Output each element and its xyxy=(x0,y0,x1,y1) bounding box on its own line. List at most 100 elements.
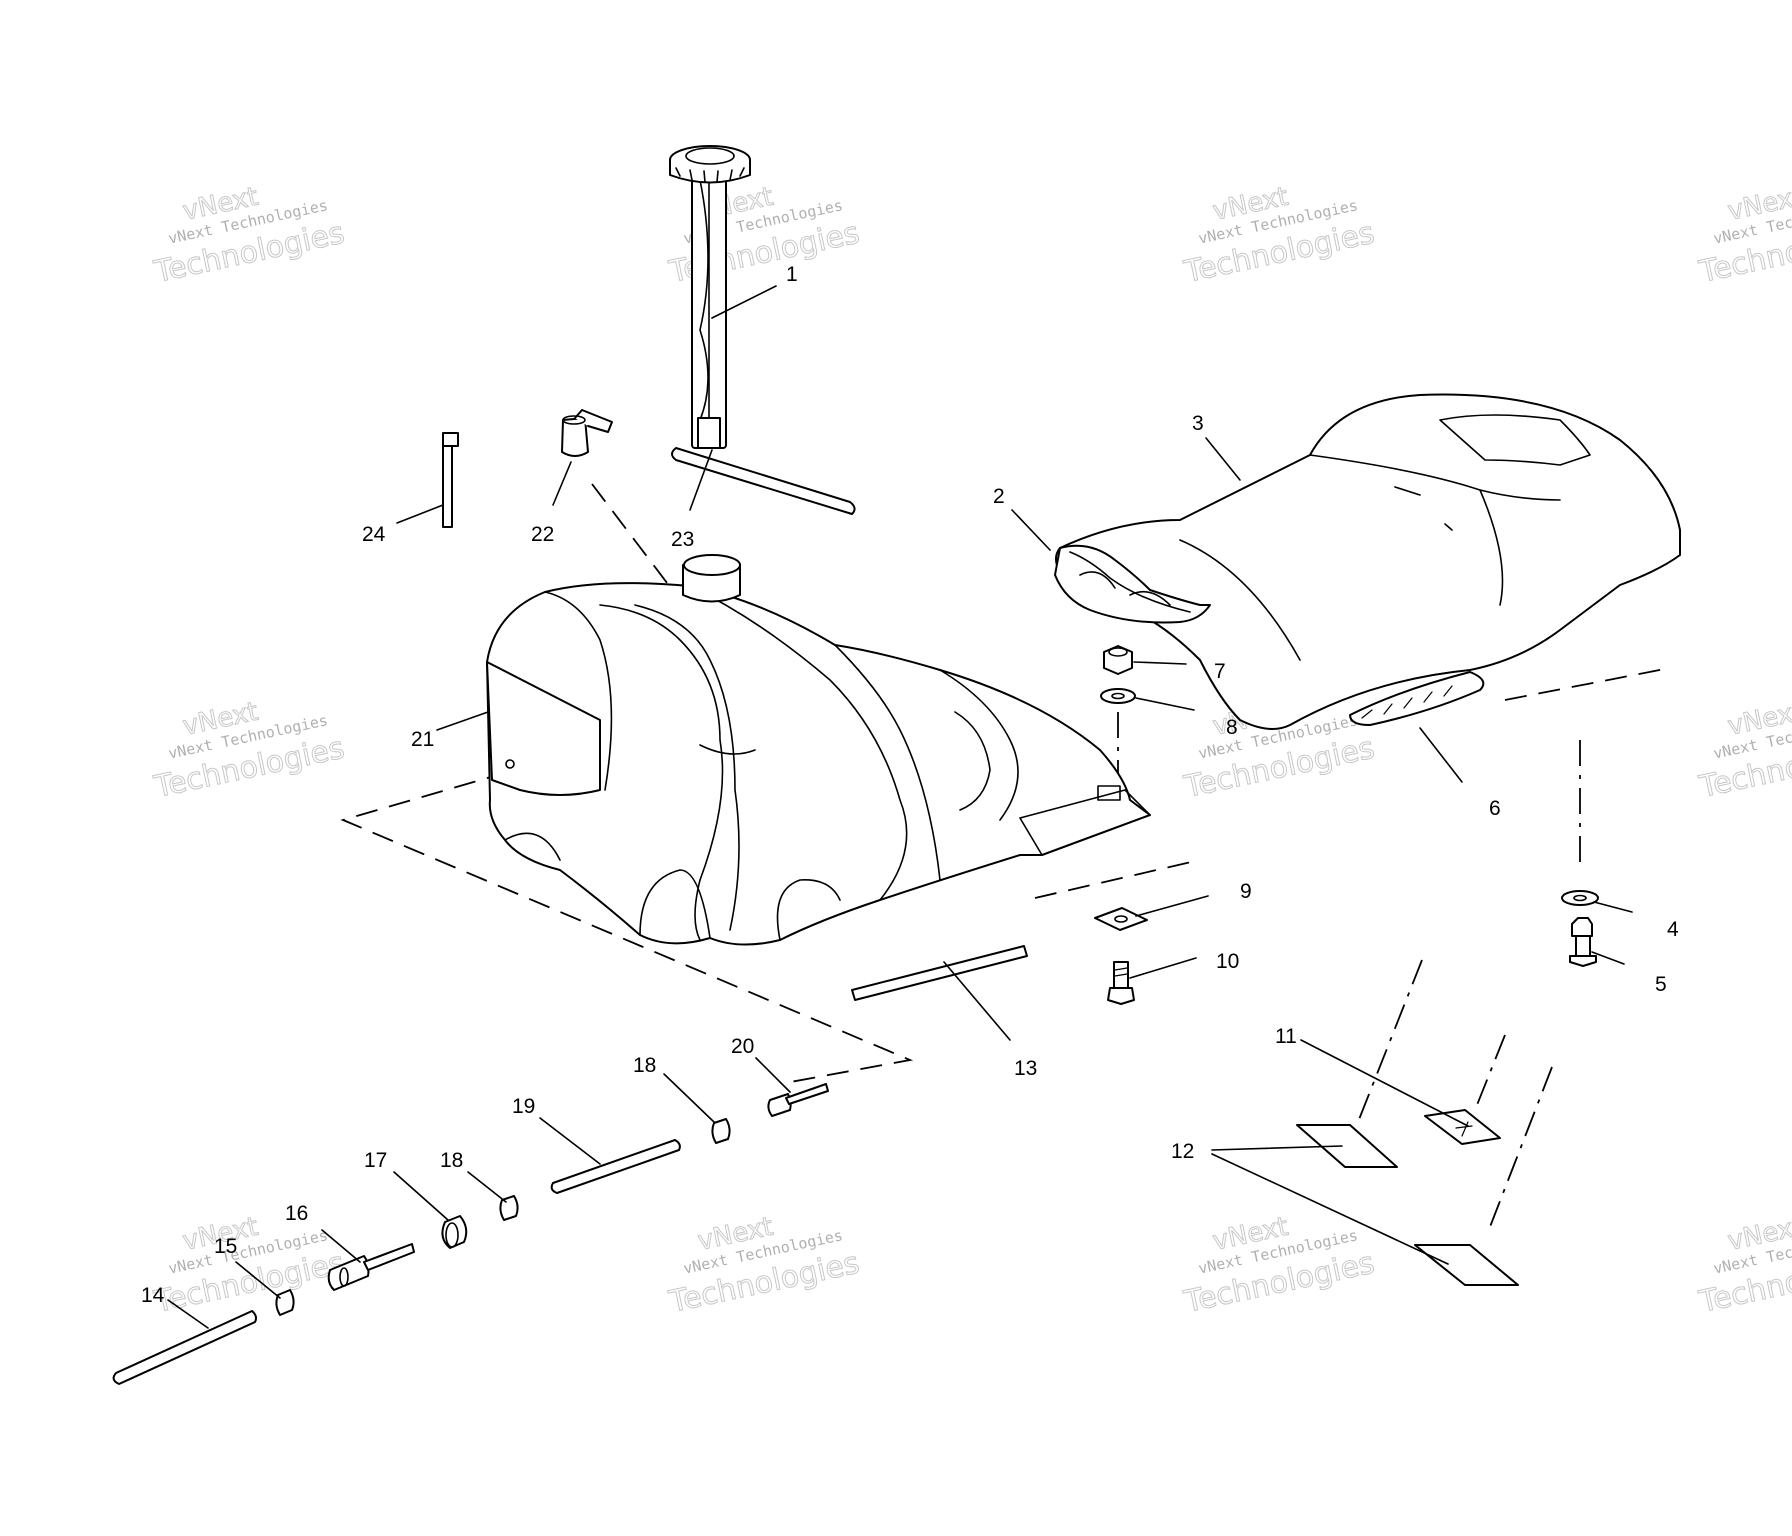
leader-14 xyxy=(167,1299,209,1329)
callout-17: 17 xyxy=(364,1149,387,1172)
decal-guide-2 xyxy=(1474,1034,1506,1111)
bolt-5-shank xyxy=(1575,935,1591,959)
part-21-fuel-tank xyxy=(486,554,1151,946)
clamp-15 xyxy=(275,1289,295,1316)
gauge-float-wire xyxy=(699,179,709,421)
leader-24 xyxy=(396,504,444,524)
leader-2 xyxy=(1011,509,1051,551)
mount-guide xyxy=(1034,859,1201,899)
callout-18a: 18 xyxy=(440,1149,463,1172)
decal-guide-1 xyxy=(1357,959,1423,1123)
tank-bottom-lobes xyxy=(504,832,841,941)
grommet-17-body xyxy=(441,1215,468,1249)
part-8-washer xyxy=(1100,688,1136,704)
seat-outline xyxy=(1055,393,1681,730)
bolt-5-head xyxy=(1571,917,1593,937)
leader-lines xyxy=(167,285,1633,1329)
tank-strap-band-2 xyxy=(634,604,740,931)
watermark: vNext vNext Technologies Technologies xyxy=(1695,696,1792,805)
callout-14: 14 xyxy=(141,1284,165,1307)
seat-base-ribs xyxy=(1079,571,1171,606)
watermark: vNext vNext Technologies Technologies xyxy=(150,181,348,290)
part-22-vent-fitting xyxy=(561,409,613,457)
washer-4-hole xyxy=(1573,894,1587,902)
gauge-tube-end xyxy=(697,417,721,449)
leader-20 xyxy=(755,1057,791,1093)
filler-neck-top xyxy=(683,554,741,576)
tank-pocket xyxy=(939,669,1019,821)
leader-21 xyxy=(436,711,489,731)
washer-8-hole xyxy=(1111,692,1125,700)
callout-11: 11 xyxy=(1275,1025,1297,1048)
seat-stitch-marks xyxy=(1394,486,1453,531)
part-10-bolt xyxy=(1107,961,1135,1005)
decal-12-upper xyxy=(1296,1124,1398,1168)
seat-base-rim xyxy=(1069,551,1191,613)
part-11-12-decals xyxy=(1296,1109,1519,1286)
callout-7: 7 xyxy=(1214,660,1226,683)
leader-13 xyxy=(943,961,1011,1041)
watermark: vNext vNext Technologies Technologies xyxy=(1180,181,1378,290)
leader-6 xyxy=(1419,727,1463,783)
seat-cushion-line xyxy=(1309,454,1561,501)
seat-guide xyxy=(1504,667,1671,701)
leader-3 xyxy=(1205,437,1241,481)
callout-13: 13 xyxy=(1014,1057,1037,1080)
fuel-line-parts xyxy=(112,1083,829,1385)
cap-grip-ridges xyxy=(675,167,745,183)
watermark: vNext vNext Technologies Technologies xyxy=(1695,181,1792,290)
callout-3: 3 xyxy=(1192,412,1204,435)
tank-pocket-inner xyxy=(954,711,991,811)
leader-9 xyxy=(1135,895,1209,917)
watermark: vNext vNext Technologies Technologies xyxy=(1180,1211,1378,1320)
cap-18-upper xyxy=(711,1118,731,1144)
hose-14 xyxy=(112,1310,257,1385)
washer-4 xyxy=(1561,890,1599,906)
watermark: vNext vNext Technologies Technologies xyxy=(150,696,348,805)
tank-ridge xyxy=(689,585,908,901)
callout-10: 10 xyxy=(1216,950,1239,973)
callout-1: 1 xyxy=(786,263,798,286)
vent-guide xyxy=(591,483,681,601)
leader-23 xyxy=(689,449,713,511)
leader-4 xyxy=(1593,901,1633,913)
decal-11-mark xyxy=(1455,1121,1473,1137)
callout-22: 22 xyxy=(531,523,554,546)
bolt-5-base xyxy=(1569,955,1597,967)
leader-1 xyxy=(711,285,777,319)
callout-labels: 1 2 3 4 5 6 7 8 9 10 11 12 13 14 15 16 1… xyxy=(141,263,1679,1307)
callout-21: 21 xyxy=(411,728,434,751)
callout-4: 4 xyxy=(1667,918,1679,941)
fitting-16-body xyxy=(327,1255,370,1291)
nut-7-top xyxy=(1108,647,1128,657)
decal-guide-3 xyxy=(1487,1066,1553,1233)
rod-23 xyxy=(671,447,856,515)
fitting-16 xyxy=(327,1243,415,1291)
callout-16: 16 xyxy=(285,1202,308,1225)
cap-top xyxy=(685,147,735,165)
part-24-pin xyxy=(442,432,459,528)
watermark: vNext vNext Technologies Technologies xyxy=(1695,1211,1792,1320)
washer-8 xyxy=(1100,688,1136,704)
callout-18b: 18 xyxy=(633,1054,656,1077)
callout-19: 19 xyxy=(512,1095,535,1118)
vent-body xyxy=(561,417,589,457)
part-13-strip xyxy=(851,945,1028,1001)
fitting-20 xyxy=(767,1083,829,1117)
tank-filler-base xyxy=(699,744,756,755)
hose-19 xyxy=(550,1139,681,1194)
tank-front-hole xyxy=(505,759,515,769)
seat-side-line xyxy=(1479,489,1504,606)
part-23-rod xyxy=(671,447,856,515)
callout-5: 5 xyxy=(1655,973,1667,996)
plate-9-hole xyxy=(1114,915,1128,923)
leader-11 xyxy=(1300,1039,1469,1127)
tank-mount-slot xyxy=(1097,785,1121,801)
leader-15 xyxy=(235,1261,281,1299)
leader-19 xyxy=(539,1117,601,1165)
decal-12-lower xyxy=(1414,1244,1519,1286)
fitting-20-stem xyxy=(785,1083,829,1105)
tank-edge-1 xyxy=(544,591,613,791)
fitting-16-ring xyxy=(339,1267,349,1287)
